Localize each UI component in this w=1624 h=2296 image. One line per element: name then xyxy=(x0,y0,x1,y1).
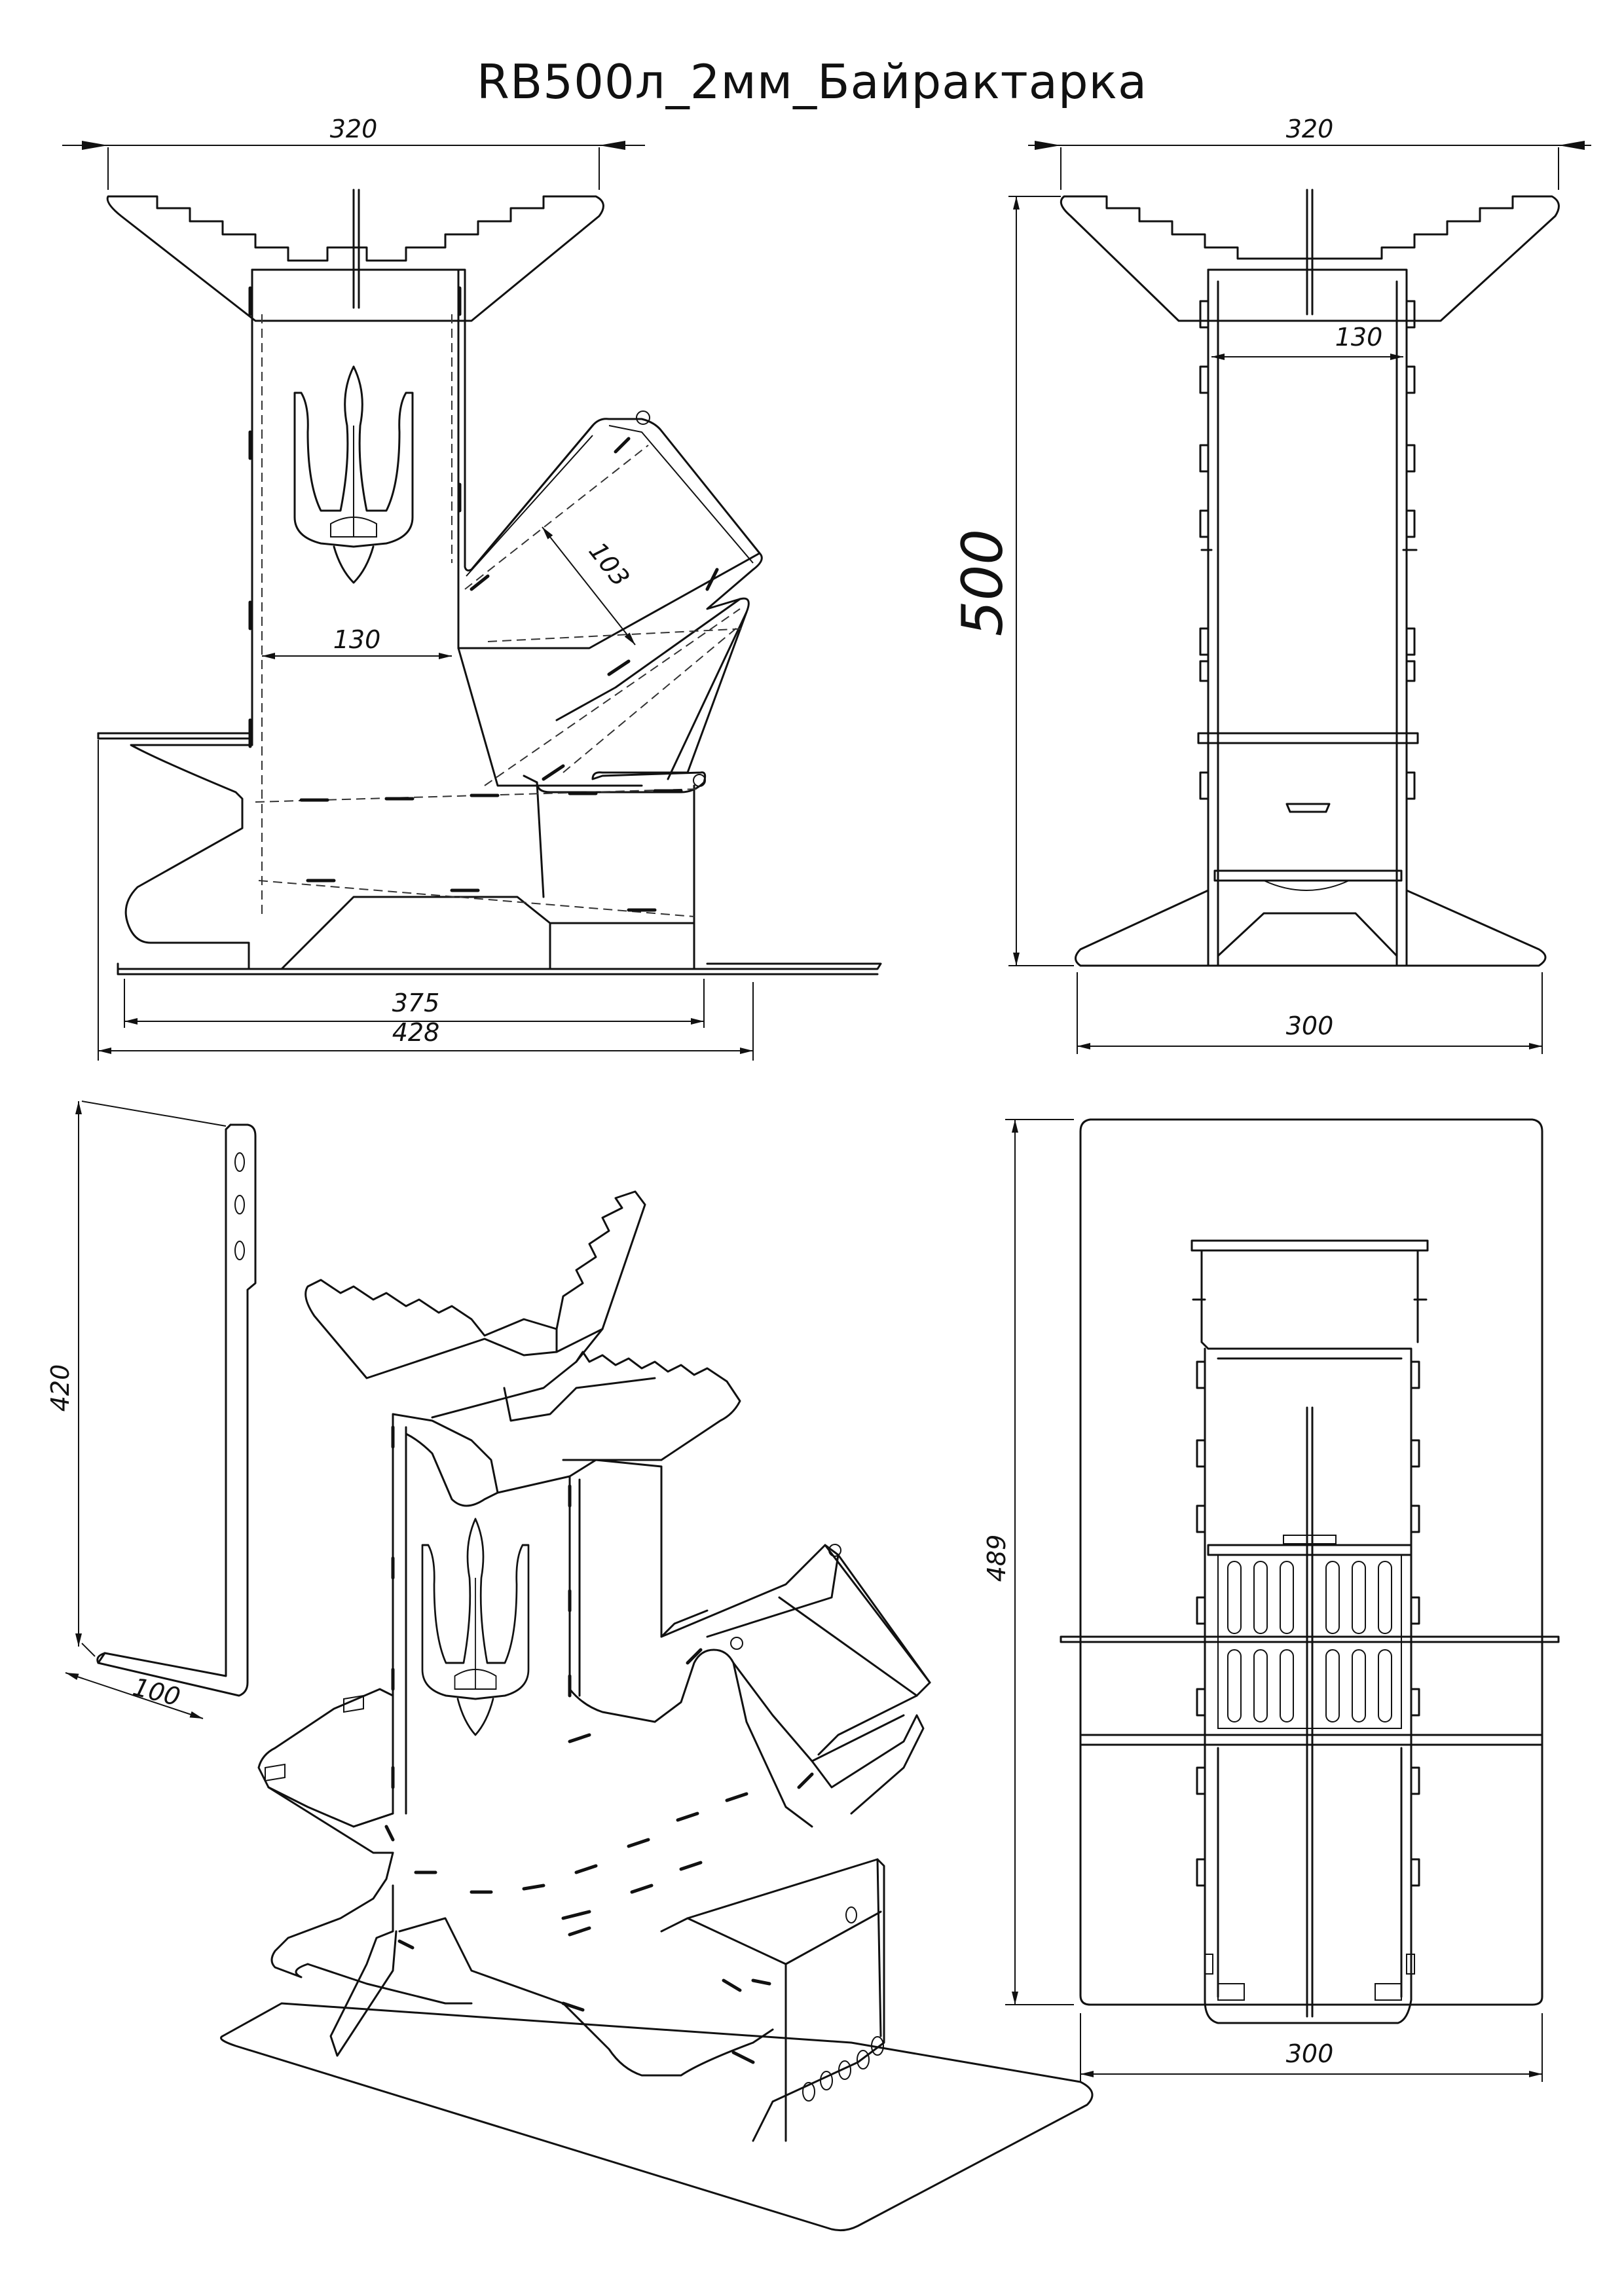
dim-front-top-width: 320 xyxy=(330,115,378,143)
dim-part-foot: 100 xyxy=(130,1672,183,1711)
dim-plan-width: 300 xyxy=(1286,2039,1334,2068)
plan-view: 489 300 xyxy=(982,1118,1560,2082)
dim-side-inner-width: 130 xyxy=(1335,323,1383,352)
trident-emblem-icon xyxy=(293,365,414,584)
grate-pattern xyxy=(1217,1554,1402,1729)
front-view: 320 130 103 375 428 xyxy=(62,115,882,1061)
dim-side-top-width: 320 xyxy=(1286,115,1334,143)
dim-plan-depth: 489 xyxy=(982,1535,1011,1582)
side-view: 320 130 500 300 xyxy=(950,115,1591,1054)
isometric-view xyxy=(220,1190,1094,2232)
dim-part-height: 420 xyxy=(46,1364,75,1412)
dim-height: 500 xyxy=(950,529,1016,636)
bracket-part-view: 420 100 xyxy=(46,1101,257,1719)
dim-front-base-inner: 375 xyxy=(392,989,440,1017)
dim-side-base-width: 300 xyxy=(1286,1011,1334,1040)
dim-front-feed-depth: 103 xyxy=(583,537,635,592)
dim-front-base-total: 428 xyxy=(392,1018,440,1047)
dim-front-inner-width: 130 xyxy=(333,625,381,654)
drawing-title: RB500л_2мм_Байрактарка xyxy=(477,54,1147,109)
trident-emblem-iso-icon xyxy=(421,1518,530,1736)
